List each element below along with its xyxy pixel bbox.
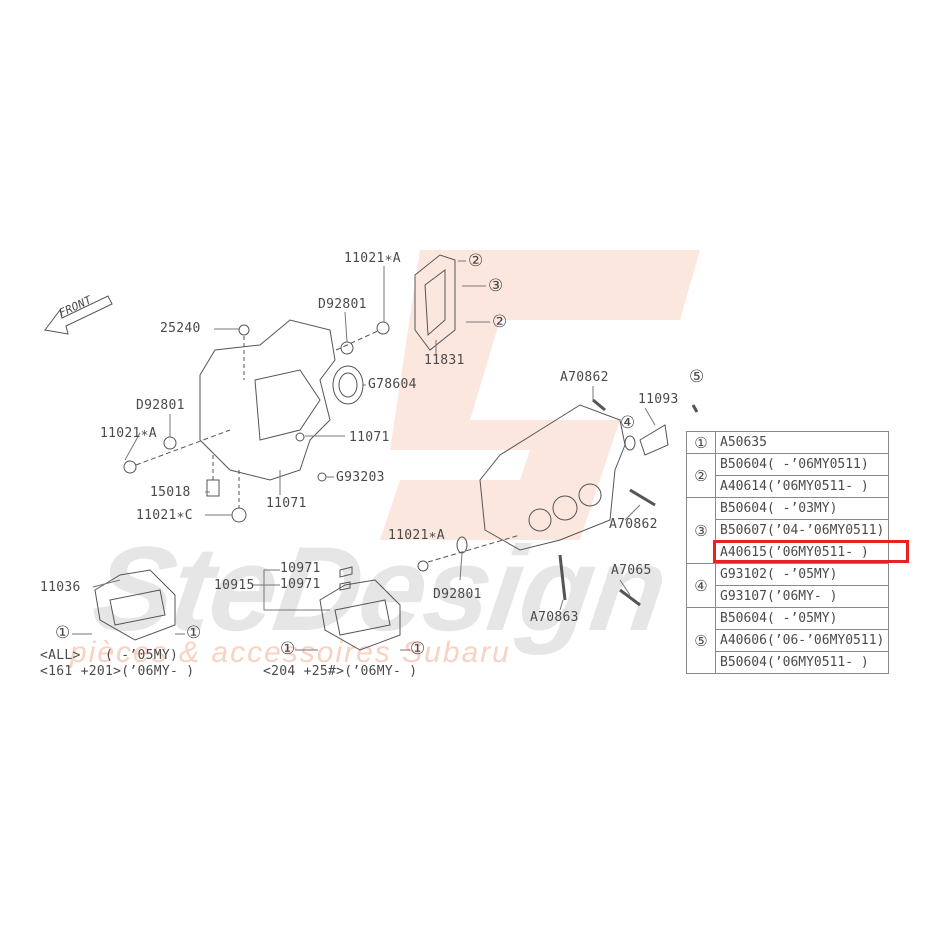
part-callout: 11036	[40, 580, 81, 595]
left-timing-cover	[123, 319, 390, 523]
ref-1-icon: ①	[55, 623, 71, 643]
part-callout: 11071	[266, 496, 307, 511]
ref-2-icon: ②	[492, 312, 508, 332]
part-callout: A70862	[609, 517, 658, 532]
part-callout: D92801	[433, 587, 482, 602]
part-callout: 11021∗C	[136, 508, 193, 523]
ref-number-cell: ②	[686, 453, 716, 498]
ref-number-cell: ①	[686, 431, 716, 454]
part-number-cell: B50604( -’05MY)	[714, 607, 890, 630]
part-number-cell: G93107(’06MY- )	[714, 585, 890, 608]
lower-cover-right	[319, 566, 401, 651]
leader-lines	[72, 260, 656, 651]
table-row: A40614(’06MY0511- )	[687, 475, 890, 498]
ref-3-icon: ③	[488, 276, 504, 296]
part-callout: A70863	[530, 610, 579, 625]
table-row: B50604(’06MY0511- )	[687, 651, 890, 674]
part-number-cell: A40606(’06-’06MY0511)	[714, 629, 890, 652]
ref-number-cell: ③	[686, 497, 716, 564]
ref-number-cell: ④	[686, 563, 716, 608]
part-number-cell: G93102( -’05MY)	[714, 563, 890, 586]
front-arrow-icon	[44, 295, 113, 335]
watermark-tagline: pièces & accessoires Subaru	[70, 636, 511, 669]
ref-number-cell: ⑤	[686, 607, 716, 674]
applicability-note-left-1: <ALL> ( -’05MY)	[40, 648, 179, 663]
part-callout: 11021∗A	[388, 528, 445, 543]
part-callout: 15018	[150, 485, 191, 500]
part-number-cell: B50607(’04-’06MY0511)	[714, 519, 890, 542]
part-number-cell: B50604( -’03MY)	[714, 497, 890, 520]
table-row: A40606(’06-’06MY0511)	[687, 629, 890, 652]
table-row: G93107(’06MY- )	[687, 585, 890, 608]
part-number-cell: B50604( -’06MY0511)	[714, 453, 890, 476]
rear-cover-11831	[414, 254, 456, 351]
right-timing-cover	[417, 398, 699, 607]
ref-5-icon: ⑤	[689, 367, 705, 387]
part-callout: 11071	[349, 430, 390, 445]
ref-1-icon: ①	[186, 623, 202, 643]
part-callout: 10971	[280, 577, 321, 592]
table-row: B50607(’04-’06MY0511)	[687, 519, 890, 542]
applicability-note-right: <204 +25#>(’06MY- )	[263, 664, 418, 679]
ref-2-icon: ②	[468, 251, 484, 271]
part-callout: D92801	[136, 398, 185, 413]
ref-1-icon: ①	[410, 639, 426, 659]
lower-cover-left	[94, 569, 176, 641]
part-number-cell: A40614(’06MY0511- )	[714, 475, 890, 498]
part-callout: 11021∗A	[100, 426, 157, 441]
part-callout: 11021∗A	[344, 251, 401, 266]
part-callout: A7065	[611, 563, 652, 578]
part-number-cell: B50604(’06MY0511- )	[714, 651, 890, 674]
part-callout: 25240	[160, 321, 201, 336]
ref-4-icon: ④	[620, 413, 636, 433]
part-callout: D92801	[318, 297, 367, 312]
part-callout: A70862	[560, 370, 609, 385]
part-callout: 10915	[214, 578, 255, 593]
part-callout: 11831	[424, 353, 465, 368]
part-number-cell: A50635	[714, 431, 890, 454]
part-callout: G78604	[368, 377, 417, 392]
highlighted-part-box	[713, 540, 909, 563]
part-callout: 11093	[638, 392, 679, 407]
ref-1-icon: ①	[280, 639, 296, 659]
part-callout: 10971	[280, 561, 321, 576]
applicability-note-left-2: <161 +201>(’06MY- )	[40, 664, 195, 679]
part-callout: G93203	[336, 470, 385, 485]
